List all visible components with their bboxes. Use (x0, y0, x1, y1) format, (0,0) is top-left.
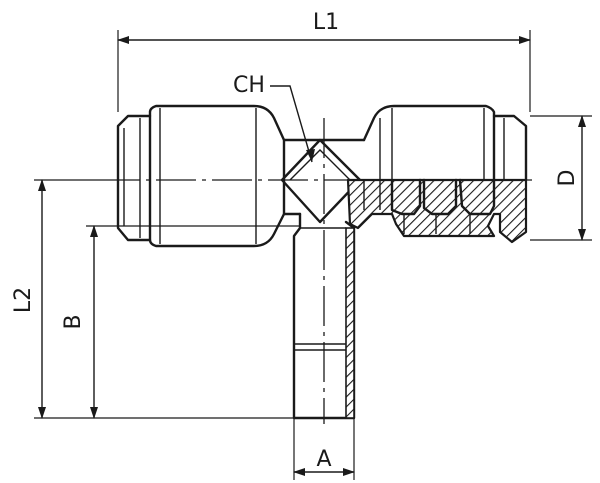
d-label: D (555, 170, 580, 187)
dimension-a: A (293, 418, 355, 480)
dimension-ch: CH (233, 73, 315, 163)
b-label: B (61, 314, 86, 329)
section-hatch (346, 178, 528, 244)
right-barrel (362, 104, 496, 182)
section-groove-2 (422, 178, 458, 216)
dimension-b: B (61, 225, 300, 419)
l2-label: L2 (11, 287, 36, 313)
l1-label: L1 (313, 10, 339, 35)
dimension-d: D (530, 115, 592, 241)
fitting-body (100, 104, 536, 248)
dimension-l1: L1 (117, 10, 531, 112)
section-groove-1 (390, 178, 422, 216)
a-label: A (316, 447, 331, 472)
hex-diamond-inner (289, 149, 351, 181)
stem-hatch (345, 227, 355, 419)
ch-leader (270, 85, 313, 163)
dimension-l2: L2 (11, 179, 294, 419)
ch-label: CH (233, 73, 265, 98)
right-collet (492, 114, 528, 182)
section-groove-3 (458, 178, 496, 216)
left-collet (116, 114, 152, 242)
left-barrel (148, 104, 286, 248)
ch-leader-arrow (306, 149, 315, 162)
